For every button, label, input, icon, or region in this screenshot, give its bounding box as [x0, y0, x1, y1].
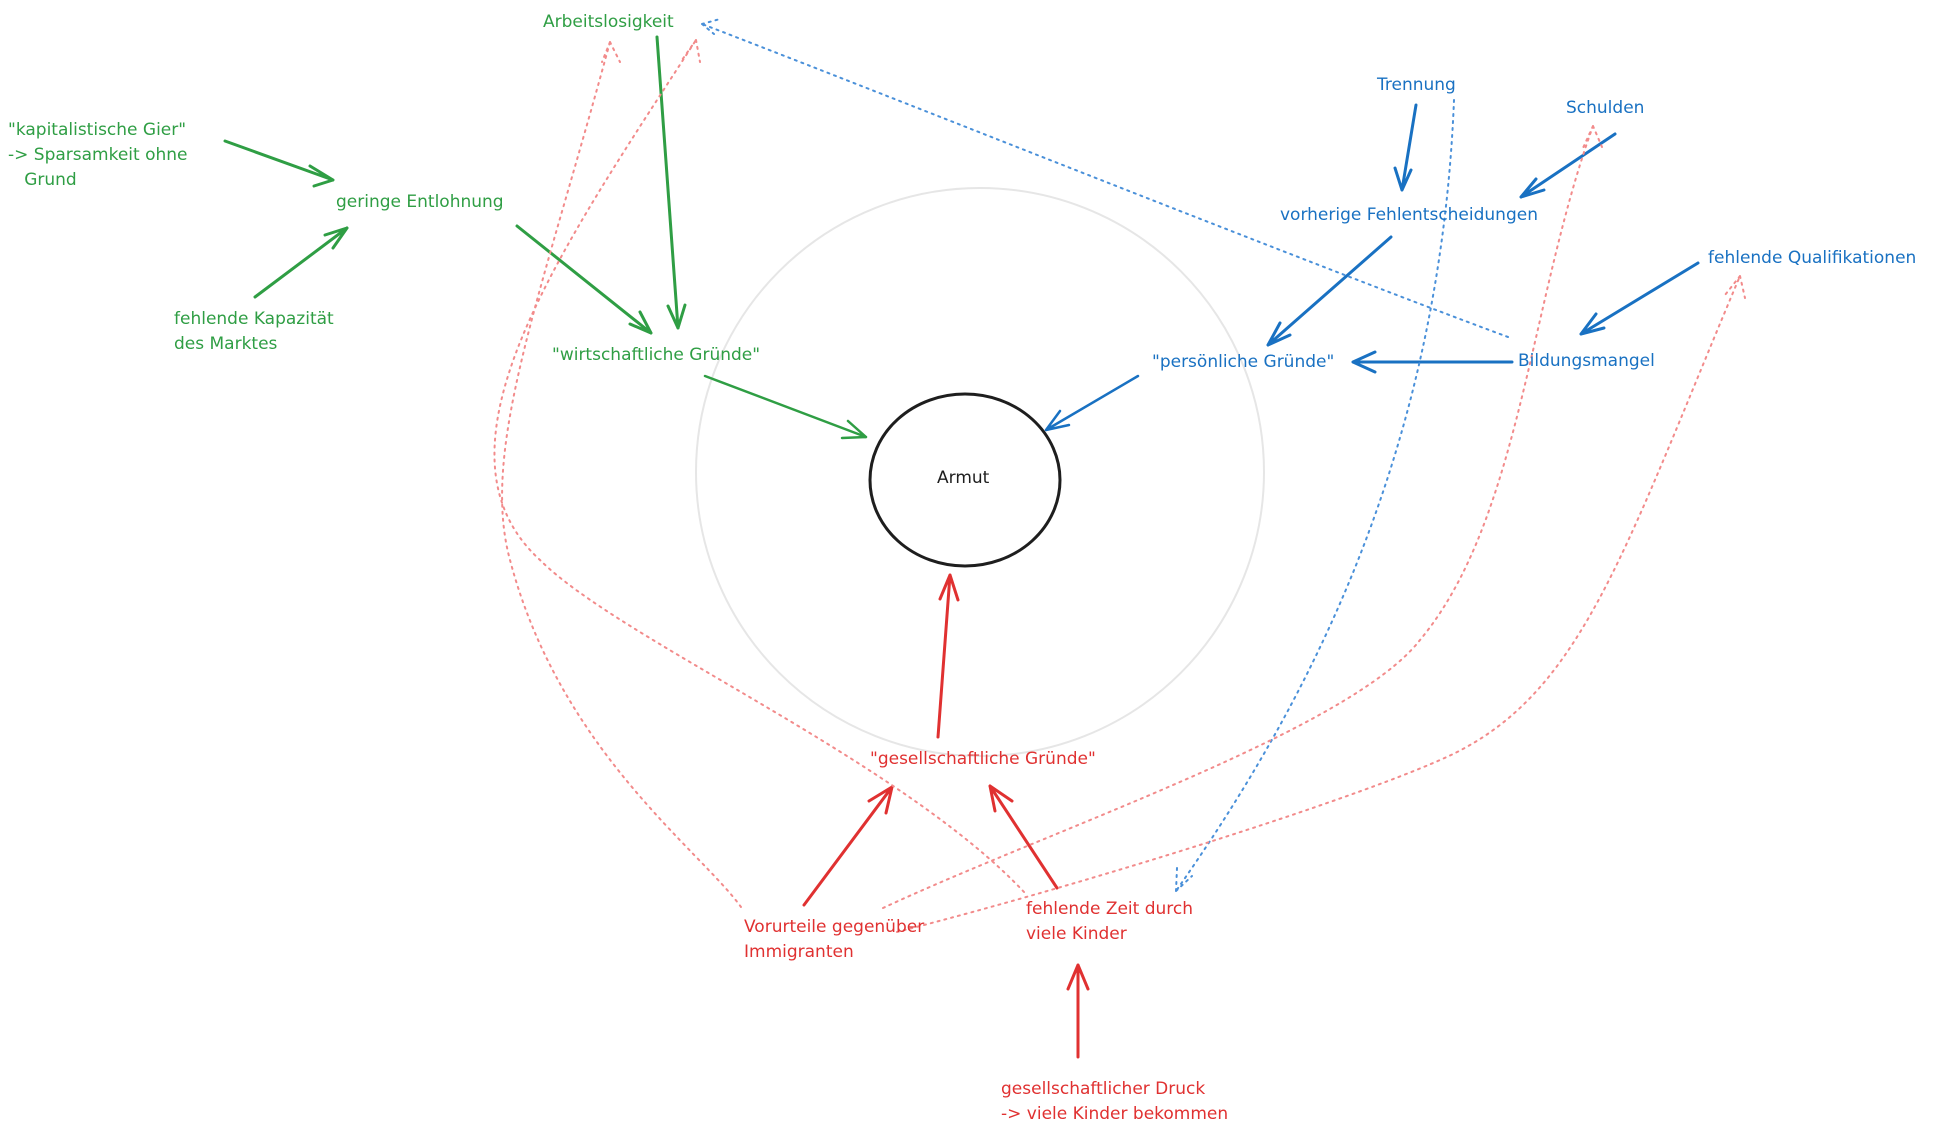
dotted-no-time-to-unemployment — [493, 39, 1025, 893]
node-greed: "kapitalistische Gier" -> Sparsamkeit oh… — [8, 120, 188, 190]
hub-economic-reasons: "wirtschaftliche Gründe" — [552, 345, 761, 365]
dotted-prejudice-to-debts — [882, 125, 1603, 909]
dotted-prejudice-to-qualifications — [896, 275, 1746, 933]
arrow-greed-to-low-wages — [223, 139, 335, 188]
arrow-education-to-personal — [1351, 350, 1514, 374]
outer-ring — [695, 187, 1265, 757]
node-separation: Trennung — [1377, 75, 1456, 95]
node-unemployment: Arbeitslosigkeit — [543, 12, 674, 32]
arrow-separation-to-decisions — [1393, 103, 1418, 192]
social-arrows — [802, 573, 1090, 1059]
arrow-qualifications-to-education — [1579, 261, 1700, 336]
arrow-prejudice-to-social — [802, 785, 894, 907]
arrow-decisions-to-personal — [1266, 235, 1393, 347]
node-no-time-children: fehlende Zeit durch viele Kinder — [1026, 899, 1194, 944]
arrow-market-to-low-wages — [253, 226, 349, 299]
dotted-education-to-unemployment — [701, 18, 1509, 338]
node-social-pressure: gesellschaftlicher Druck -> viele Kinder… — [1001, 1079, 1229, 1124]
arrow-no-time-to-social — [988, 784, 1059, 890]
center-node-circle — [868, 392, 1062, 568]
node-bad-decisions: vorherige Fehlentscheidungen — [1280, 205, 1538, 225]
hub-social-reasons: "gesellschaftliche Gründe" — [870, 749, 1096, 769]
personal-arrows — [1044, 103, 1700, 432]
arrow-unemployment-to-economic — [655, 35, 687, 330]
arrow-pressure-to-no-time — [1066, 963, 1090, 1059]
center-node-poverty: Armut — [937, 468, 990, 488]
dotted-prejudice-to-unemployment — [501, 41, 742, 908]
node-prejudice-immigrants: Vorurteile gegenüber Immigranten — [744, 917, 925, 962]
node-low-wages: geringe Entlohnung — [336, 192, 504, 212]
economic-arrows — [223, 35, 868, 440]
arrow-personal-to-center — [1044, 374, 1140, 432]
arrow-debts-to-decisions — [1519, 132, 1617, 199]
node-missing-qualifications: fehlende Qualifikationen — [1708, 248, 1917, 268]
arrow-economic-to-center — [703, 374, 868, 440]
node-market-capacity: fehlende Kapazität des Marktes — [174, 309, 334, 354]
dotted-connections — [493, 18, 1746, 933]
node-debts: Schulden — [1566, 98, 1645, 118]
arrow-social-to-center — [936, 573, 960, 739]
arrow-low-wages-to-economic — [515, 224, 653, 335]
hub-personal-reasons: "persönliche Gründe" — [1152, 352, 1335, 372]
node-lack-of-education: Bildungsmangel — [1518, 351, 1655, 371]
dotted-separation-to-no-time — [1175, 99, 1455, 892]
